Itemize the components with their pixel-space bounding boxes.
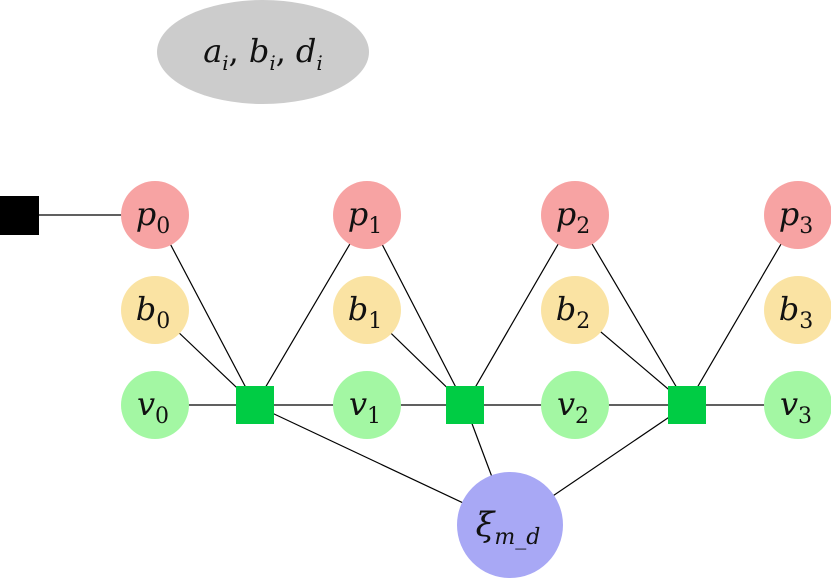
node-v2-base: v [557, 385, 575, 423]
node-b2: b2 [541, 276, 609, 344]
node-v0-base: v [137, 385, 155, 423]
node-p2-label: p2 [556, 195, 590, 239]
node-p3: p3 [764, 181, 831, 249]
edge-p1-f2 [366, 214, 466, 406]
node-b3-circle [764, 276, 831, 344]
legend-bubble: ai,bi,di [157, 0, 369, 104]
node-v1-circle [333, 371, 401, 439]
node-b0-base: b [136, 290, 156, 328]
node-p2-sub: 2 [576, 214, 590, 239]
xi-base: ξ [476, 505, 497, 545]
node-b0: b0 [121, 276, 189, 344]
node-b0-label: b0 [136, 290, 170, 334]
edge-p2-f3 [574, 214, 688, 406]
factor-square-1 [236, 386, 274, 424]
legend-sub-a: i [222, 51, 228, 75]
node-b1-circle [333, 276, 401, 344]
xi-label: ξm_d [476, 505, 541, 550]
node-b3: b3 [764, 276, 831, 344]
legend-sep-1: , [229, 32, 239, 70]
factor-nodes [236, 386, 706, 424]
node-p0: p0 [121, 181, 189, 249]
edges [20, 214, 799, 526]
node-v2-label: v2 [557, 385, 589, 429]
legend-label: ai,bi,di [203, 32, 323, 75]
node-v3: v3 [764, 371, 831, 439]
node-p0-sub: 0 [156, 214, 170, 239]
node-p2-circle [541, 181, 609, 249]
node-v3-sub: 3 [798, 404, 812, 429]
edge-p0-f1 [154, 214, 256, 406]
node-p0-circle [121, 181, 189, 249]
legend-var-a: a [203, 32, 222, 70]
node-p3-label: p3 [779, 195, 813, 239]
node-p3-sub: 3 [799, 214, 813, 239]
node-b0-circle [121, 276, 189, 344]
prior-factor-square [0, 196, 39, 235]
node-v1-label: v1 [349, 385, 381, 429]
node-b3-label: b3 [779, 290, 813, 334]
node-p3-circle [764, 181, 831, 249]
node-p3-base: p [779, 195, 799, 233]
node-v2: v2 [541, 371, 609, 439]
legend-var-d: d [296, 32, 316, 70]
node-v2-sub: 2 [575, 404, 589, 429]
legend-ellipse [157, 0, 369, 104]
node-b2-label: b2 [556, 290, 590, 334]
node-v0-sub: 0 [155, 404, 169, 429]
node-v1-sub: 1 [367, 404, 381, 429]
node-p1-sub: 1 [368, 214, 382, 239]
node-b3-base: b [779, 290, 799, 328]
node-b1-sub: 1 [368, 309, 382, 334]
node-v0: v0 [121, 371, 189, 439]
node-v3-label: v3 [780, 385, 812, 429]
legend-var-b: b [249, 32, 269, 70]
factor-square-3 [668, 386, 706, 424]
edge-p1-f1 [254, 214, 368, 406]
xi-circle [457, 472, 563, 578]
node-v2-circle [541, 371, 609, 439]
node-p1-base: p [348, 195, 368, 233]
legend-sub-d: i [316, 51, 322, 75]
edge-p2-f2 [464, 214, 576, 406]
node-b1-base: b [348, 290, 368, 328]
legend-sub-b: i [269, 51, 275, 75]
node-p2: p2 [541, 181, 609, 249]
node-b0-sub: 0 [156, 309, 170, 334]
node-p1: p1 [333, 181, 401, 249]
node-b1: b1 [333, 276, 401, 344]
node-p1-circle [333, 181, 401, 249]
node-v3-circle [764, 371, 831, 439]
node-b1-label: b1 [348, 290, 382, 334]
node-b3-sub: 3 [799, 309, 813, 334]
node-v3-base: v [780, 385, 798, 423]
node-v1-base: v [349, 385, 367, 423]
xi-sub: m_d [494, 525, 540, 550]
node-v0-label: v0 [137, 385, 169, 429]
node-p0-base: p [136, 195, 156, 233]
edge-p3-f3 [686, 214, 799, 406]
node-p0-label: p0 [136, 195, 170, 239]
xi-node: ξm_d [457, 472, 563, 578]
node-b2-sub: 2 [576, 309, 590, 334]
node-p2-base: p [556, 195, 576, 233]
legend-sep-2: , [276, 32, 286, 70]
node-p1-label: p1 [348, 195, 382, 239]
factor-square-2 [446, 386, 484, 424]
node-b2-base: b [556, 290, 576, 328]
node-v0-circle [121, 371, 189, 439]
node-b2-circle [541, 276, 609, 344]
node-v1: v1 [333, 371, 401, 439]
